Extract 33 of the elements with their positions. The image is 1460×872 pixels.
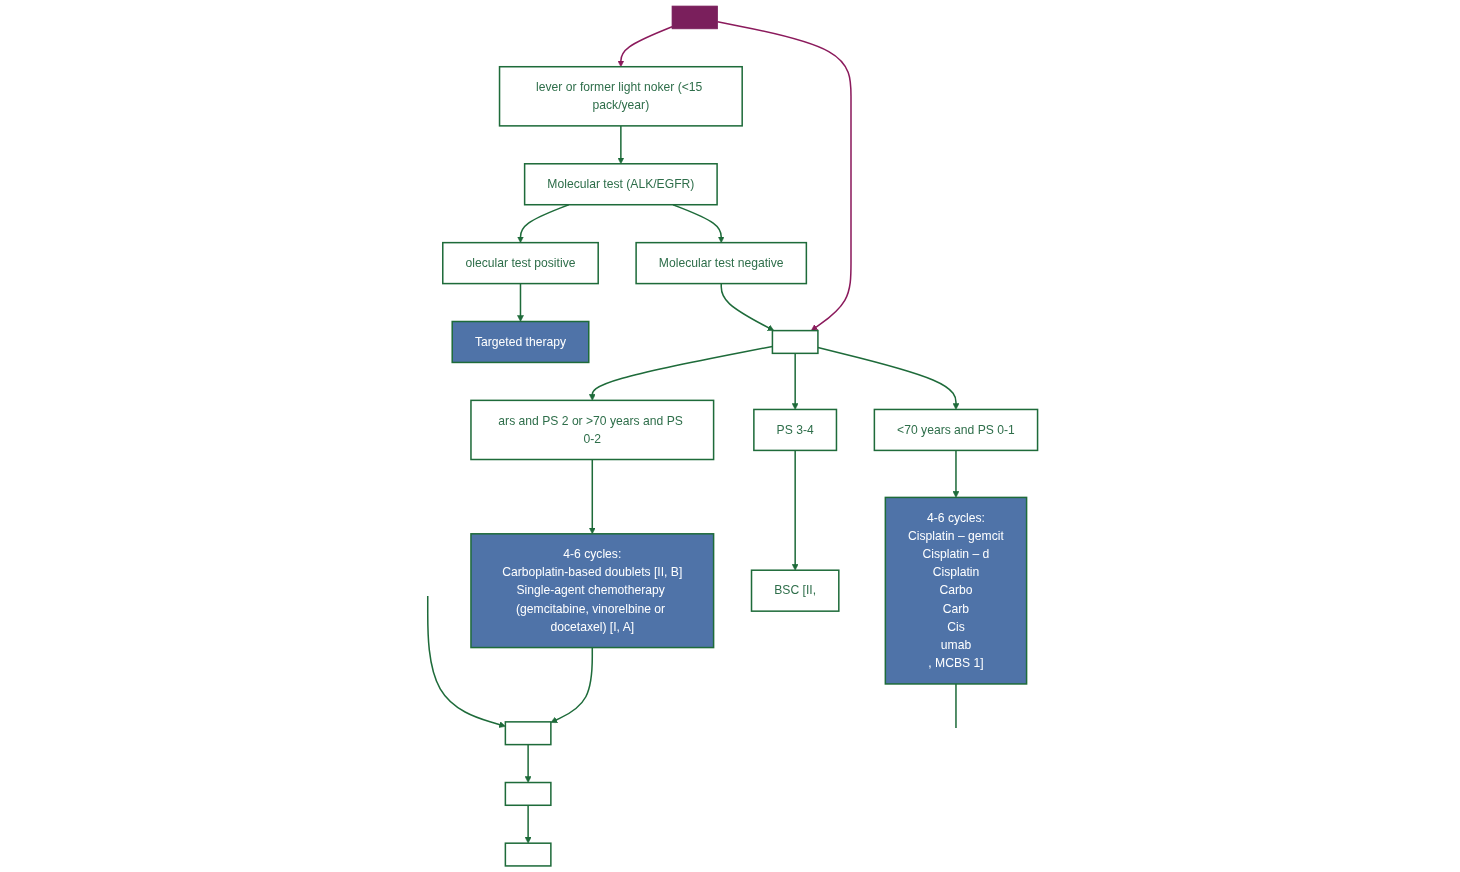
node-box: BSC [II,	[750, 569, 840, 612]
arrow	[791, 352, 799, 410]
node-box: <70 years and PS 0-1	[873, 408, 1039, 452]
node-box	[771, 329, 819, 355]
node-box: Molecular test (ALK/EGFR)	[523, 163, 718, 206]
arrow	[617, 125, 625, 165]
arrow	[791, 449, 799, 571]
arrow	[427, 595, 506, 728]
connector	[955, 683, 957, 729]
node-box: 4-6 cycles: Carboplatin-based doublets [II, B] Single-agent chemotherapy (gemcitabine, vinorelbine or docetaxel) [I, A]	[470, 533, 715, 649]
node-box	[504, 781, 552, 807]
arrow	[716, 21, 852, 331]
node-box	[504, 721, 552, 746]
node-box: PS 3-4	[753, 408, 838, 452]
node-box	[504, 842, 552, 867]
arrow	[517, 203, 570, 243]
arrow	[524, 743, 532, 783]
arrow	[588, 458, 596, 535]
node-box: Molecular test negative	[635, 241, 808, 285]
arrow	[720, 282, 775, 331]
arrow	[550, 646, 594, 723]
arrow	[952, 449, 960, 498]
arrow	[817, 346, 960, 410]
node-box: Targeted therapy	[451, 320, 590, 364]
node-box: ars and PS 2 or >70 years and PS 0-2	[470, 399, 715, 461]
arrow	[524, 804, 532, 844]
node-box: olecular test positive	[442, 241, 599, 285]
node-box	[671, 5, 718, 30]
arrow	[517, 282, 524, 322]
node-box: lever or former light noker (<15 pack/year)	[498, 65, 743, 127]
node-box: 4-6 cycles: Cisplatin – gemcit Cisplatin – d Cisplatin Carbo Carb Cis umab , MCBS 1]	[884, 496, 1028, 685]
arrow	[617, 26, 673, 68]
arrow	[672, 203, 725, 243]
